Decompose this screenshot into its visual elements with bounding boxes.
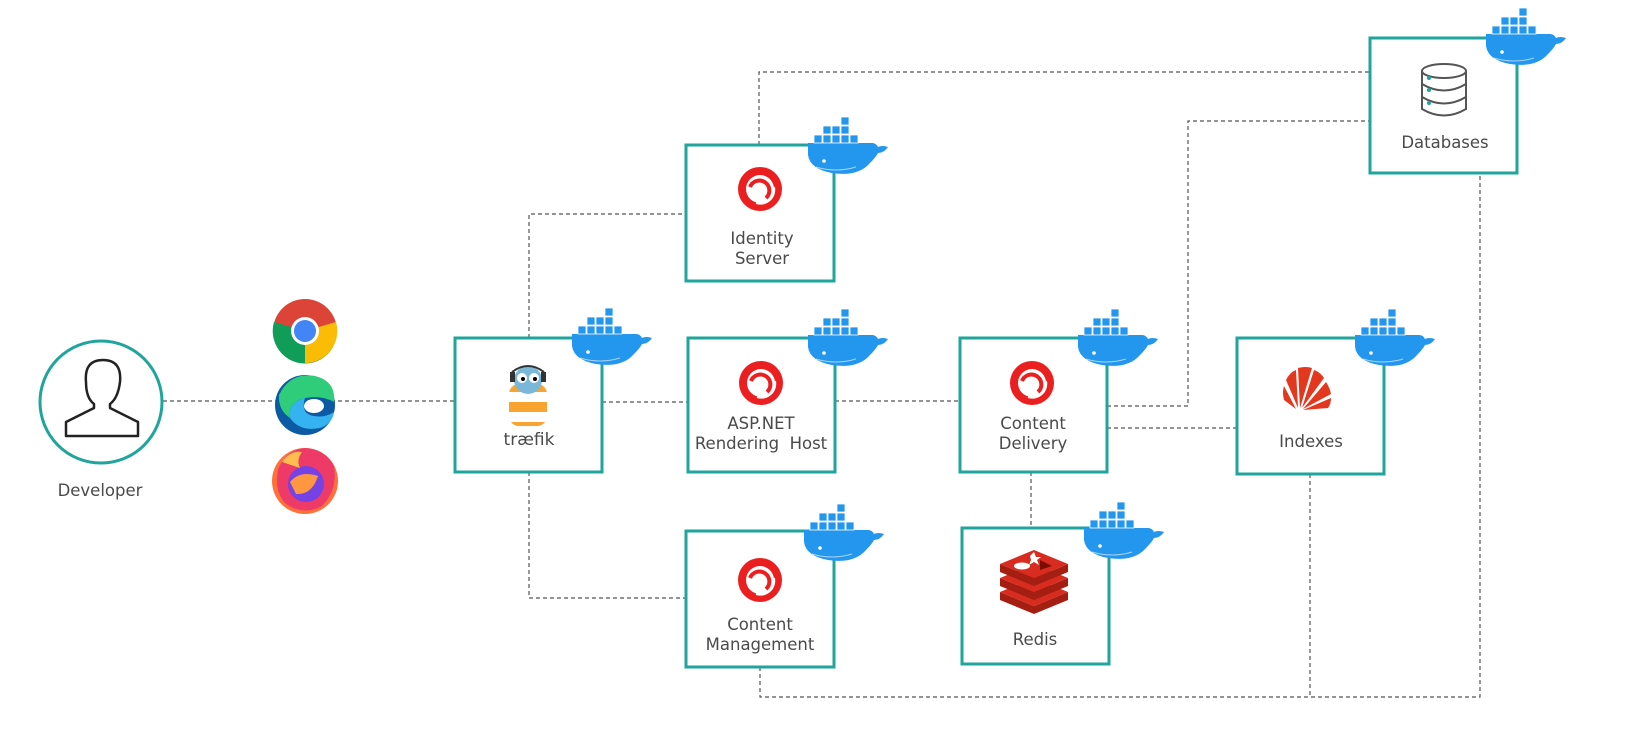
sitecore-icon bbox=[736, 165, 784, 213]
docker-icon bbox=[803, 503, 885, 562]
rendering-host-label-line2: Rendering Host bbox=[695, 434, 828, 453]
connector-cm-bottom-bus bbox=[759, 174, 1481, 698]
content-management-node: Content Management bbox=[684, 503, 885, 669]
docker-icon bbox=[1485, 7, 1567, 66]
edge-icon bbox=[275, 375, 335, 435]
redis-node: Redis bbox=[960, 501, 1165, 666]
docker-icon bbox=[1354, 308, 1436, 367]
content-delivery-box bbox=[958, 336, 1109, 474]
sitecore-icon bbox=[736, 556, 784, 604]
sitecore-icon bbox=[1008, 359, 1056, 407]
chrome-icon bbox=[272, 299, 338, 364]
traefik-gopher-icon bbox=[504, 365, 552, 426]
developer-circle bbox=[38, 339, 164, 465]
developer-node: Developer bbox=[38, 339, 164, 500]
traefik-node: træfik bbox=[453, 307, 653, 474]
docker-icon bbox=[1083, 501, 1165, 560]
firefox-icon bbox=[272, 448, 338, 514]
redis-label: Redis bbox=[1013, 630, 1058, 649]
solr-icon bbox=[1283, 367, 1331, 410]
indexes-node: Indexes bbox=[1235, 308, 1436, 476]
content-delivery-label-line2: Delivery bbox=[999, 434, 1068, 453]
databases-label: Databases bbox=[1401, 133, 1488, 152]
content-delivery-label-line1: Content bbox=[1000, 414, 1066, 433]
content-management-label-line1: Content bbox=[727, 615, 793, 634]
traefik-logo-text: træfik bbox=[504, 430, 555, 450]
connector-identity-to-databases bbox=[758, 71, 1370, 145]
user-icon bbox=[64, 358, 140, 438]
docker-icon bbox=[1077, 308, 1159, 367]
identity-server-label-line1: Identity bbox=[730, 229, 793, 248]
redis-icon bbox=[1000, 550, 1068, 614]
identity-server-label-line2: Server bbox=[735, 249, 789, 268]
databases-box bbox=[1368, 36, 1519, 175]
connector-cd-to-databases bbox=[1107, 120, 1370, 407]
content-management-label-line2: Management bbox=[706, 635, 815, 654]
docker-icon bbox=[807, 308, 889, 367]
databases-node: Databases bbox=[1368, 7, 1567, 175]
connector-traefik-to-cm bbox=[528, 472, 686, 599]
rendering-host-node: ASP.NET Rendering Host bbox=[686, 308, 889, 474]
rendering-host-label-line1: ASP.NET bbox=[727, 414, 795, 433]
connectors bbox=[163, 71, 1481, 698]
indexes-label: Indexes bbox=[1279, 432, 1343, 451]
content-delivery-node: Content Delivery bbox=[958, 308, 1159, 474]
sitecore-icon bbox=[737, 359, 785, 407]
indexes-box bbox=[1235, 336, 1386, 476]
docker-icon bbox=[571, 307, 653, 366]
docker-icon bbox=[807, 116, 889, 175]
rendering-host-box bbox=[686, 336, 837, 474]
identity-server-node: Identity Server bbox=[684, 116, 889, 283]
database-icon bbox=[1421, 63, 1467, 117]
developer-label: Developer bbox=[58, 481, 143, 500]
